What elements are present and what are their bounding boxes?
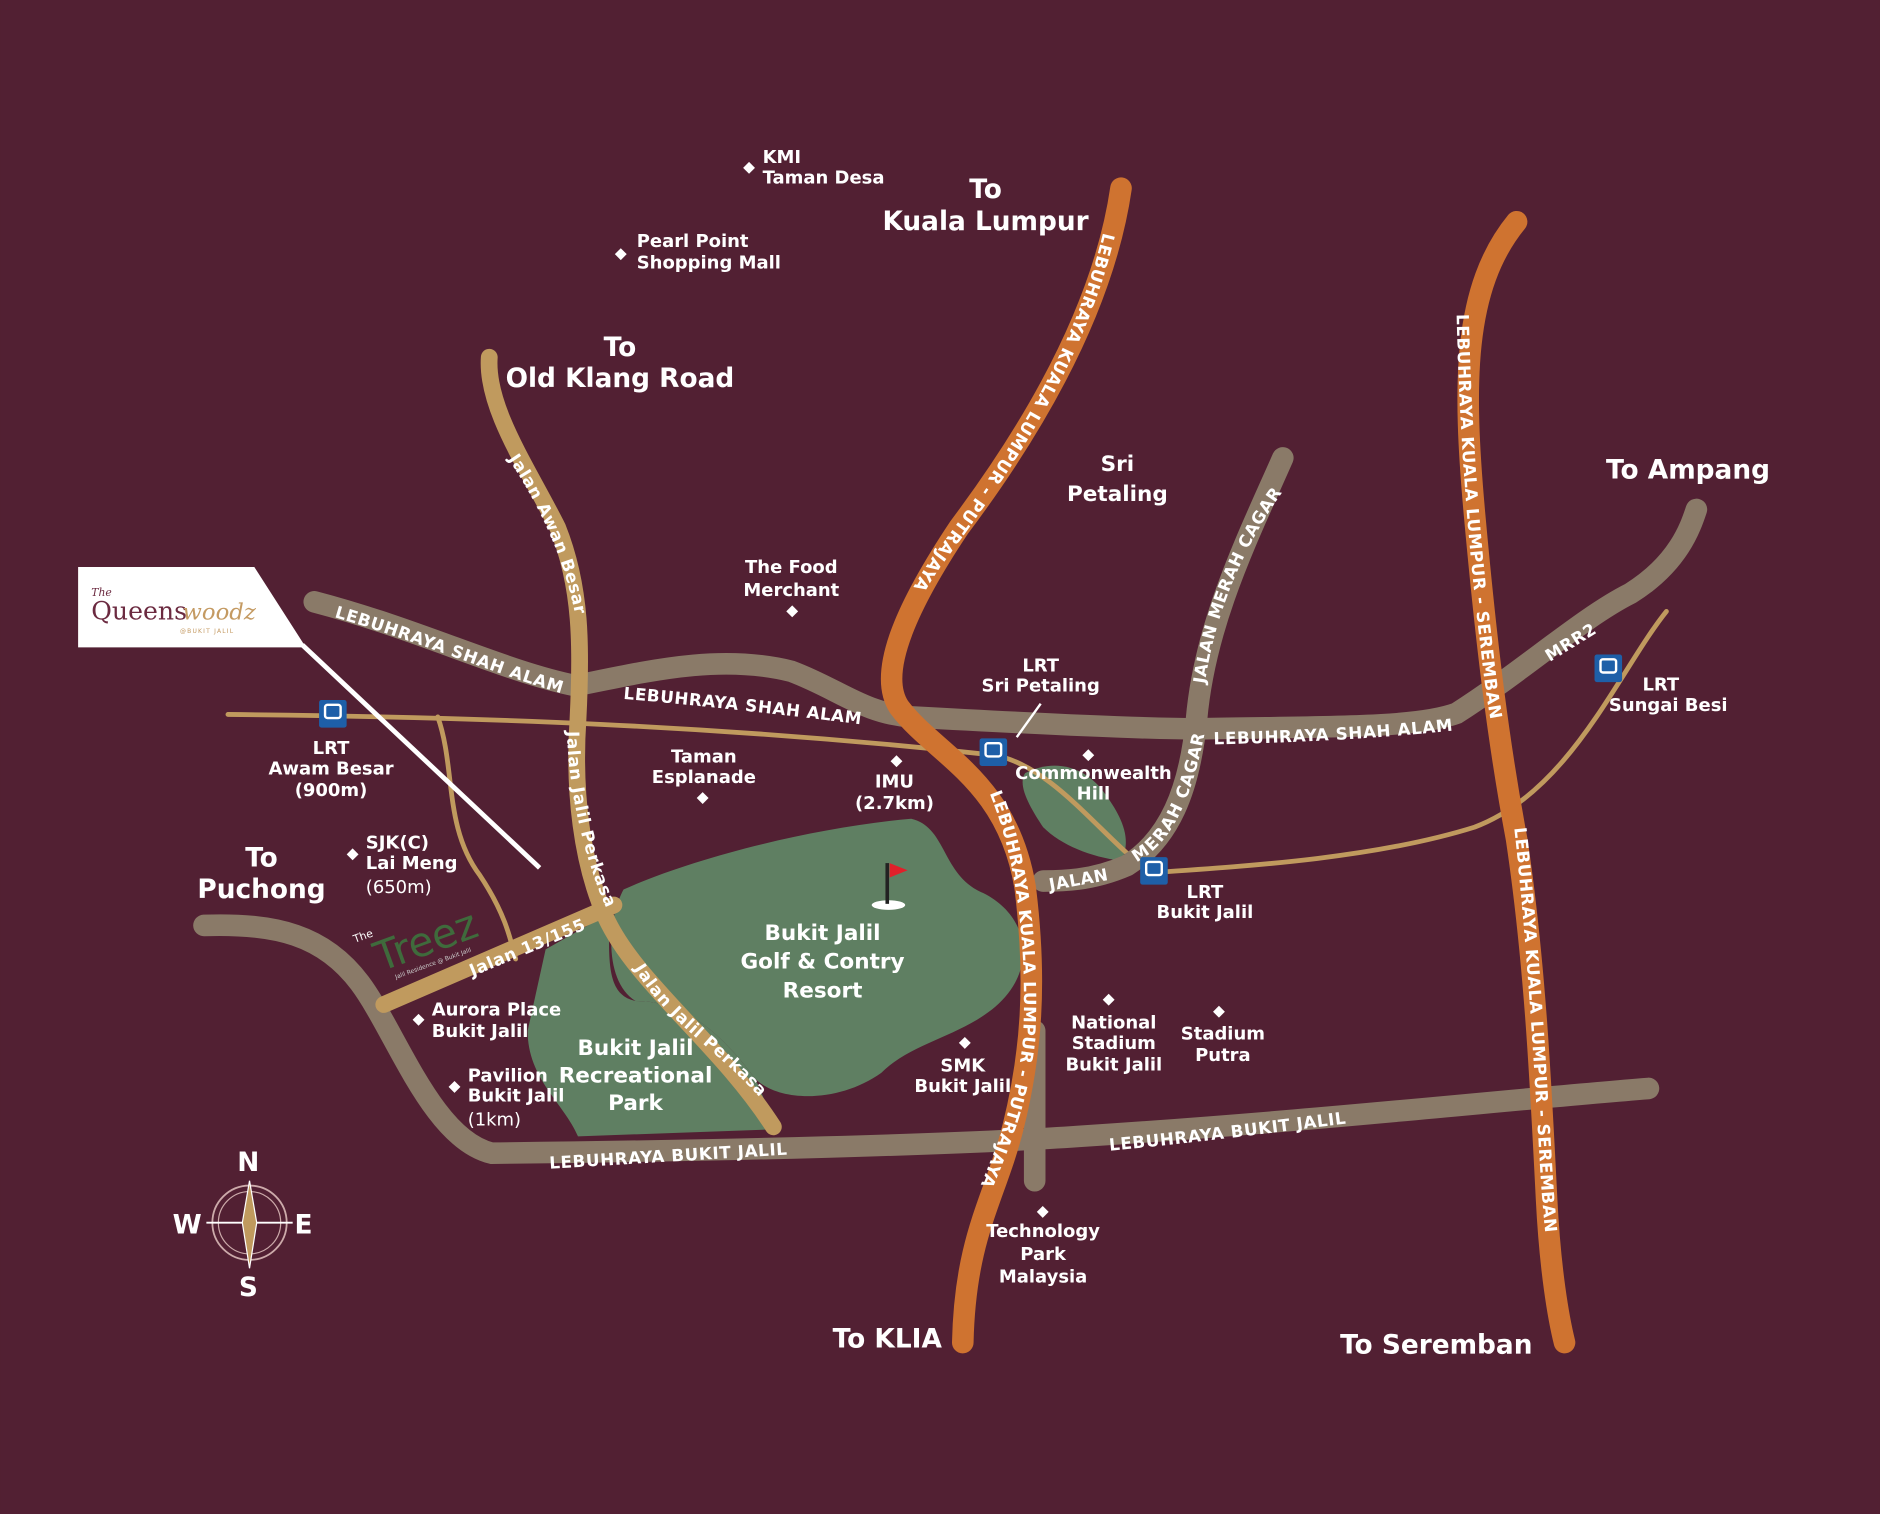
jalan-awan-besar [480, 348, 782, 1136]
svg-text:SMK: SMK [940, 1056, 986, 1077]
svg-text:The: The [91, 586, 112, 599]
svg-text:Merchant: Merchant [743, 580, 839, 601]
svg-text:Malaysia: Malaysia [999, 1267, 1087, 1288]
pointer-arrow [1015, 702, 1042, 738]
svg-text:@BUKIT JALIL: @BUKIT JALIL [180, 628, 234, 635]
to-kl-label-a: To [969, 175, 1002, 205]
svg-text:LRT: LRT [1642, 674, 1679, 695]
svg-text:Sri Petaling: Sri Petaling [982, 676, 1100, 697]
svg-text:Sungai Besi: Sungai Besi [1609, 695, 1728, 716]
jalan-13-155c [375, 896, 623, 1013]
recreational-park-area [527, 913, 777, 1137]
park-label-a: Bukit Jalil [577, 1036, 693, 1061]
golf-flag-icon [871, 863, 908, 910]
svg-text:Stadium: Stadium [1072, 1033, 1156, 1054]
svg-text:Hill: Hill [1077, 784, 1111, 805]
svg-text:Putra: Putra [1195, 1045, 1251, 1066]
park-label-b: Recreational [559, 1063, 713, 1088]
svg-text:Pearl Point: Pearl Point [637, 231, 749, 252]
to-okr-label-b: Old Klang Road [506, 364, 735, 394]
jalan-merah-cagar [1032, 447, 1294, 892]
queenswoodz-logo: The Queens woodz @BUKIT JALIL [78, 567, 542, 870]
compass-rose: N S E W [173, 1148, 313, 1303]
svg-text:(900m): (900m) [295, 780, 368, 801]
to-klia-label: To KLIA [833, 1324, 943, 1354]
to-puchong-label-a: To [245, 844, 278, 874]
pointer-line [300, 643, 542, 870]
lebuhraya-kl-seremban [1457, 210, 1576, 1354]
sri-petaling-label-a: Sri [1101, 452, 1135, 477]
lebuhraya-kl-putrajaya [880, 177, 1132, 1354]
svg-text:SJK(C): SJK(C) [366, 833, 429, 854]
lebuhraya-bukit-jalil [193, 914, 1660, 1164]
svg-text:Pavilion: Pavilion [468, 1065, 548, 1086]
svg-text:Shopping Mall: Shopping Mall [637, 253, 781, 274]
compass-e: E [294, 1210, 312, 1240]
svg-text:Stadium: Stadium [1181, 1023, 1265, 1044]
svg-text:Bukit Jalil: Bukit Jalil [432, 1021, 529, 1042]
svg-text:LRT: LRT [1022, 655, 1059, 676]
compass-n: N [237, 1148, 259, 1178]
svg-text:The Food: The Food [745, 557, 838, 578]
svg-text:woodz: woodz [182, 600, 256, 626]
golf-course-area [611, 818, 1024, 1097]
compass-s: S [239, 1273, 258, 1303]
svg-text:Taman Desa: Taman Desa [763, 167, 885, 188]
svg-text:Awam Besar: Awam Besar [268, 758, 393, 779]
compass-w: W [173, 1210, 202, 1240]
commonwealth-hill-area [1022, 765, 1126, 861]
to-okr-label-a: To [604, 333, 637, 363]
svg-text:LRT: LRT [313, 738, 350, 759]
svg-text:LRT: LRT [1187, 882, 1224, 903]
golf-label-b: Golf & Contry [740, 950, 904, 975]
svg-text:Bukit Jalil: Bukit Jalil [468, 1086, 565, 1107]
svg-text:Esplanade: Esplanade [652, 767, 756, 788]
golf-label-c: Resort [783, 978, 863, 1003]
svg-text:(650m): (650m) [366, 877, 432, 898]
svg-text:(2.7km): (2.7km) [855, 793, 934, 814]
svg-text:IMU: IMU [875, 772, 914, 793]
svg-text:Taman: Taman [671, 746, 737, 767]
place-sjkc-lai-meng: SJK(C)Lai Meng (650m) [346, 833, 458, 898]
golf-label-a: Bukit Jalil [764, 921, 880, 946]
svg-text:Commonwealth: Commonwealth [1015, 763, 1172, 784]
svg-text:Park: Park [1020, 1244, 1067, 1265]
svg-text:Technology: Technology [986, 1221, 1100, 1242]
to-puchong-label-b: Puchong [197, 875, 325, 905]
svg-text:National: National [1071, 1013, 1156, 1034]
svg-text:Lai Meng: Lai Meng [366, 853, 458, 874]
svg-text:Queens: Queens [91, 597, 187, 626]
svg-text:Aurora Place: Aurora Place [432, 999, 561, 1020]
svg-text:Bukit Jalil: Bukit Jalil [1157, 902, 1254, 923]
svg-text:KMI: KMI [763, 147, 802, 168]
park-label-c: Park [608, 1091, 663, 1116]
svg-text:(1km): (1km) [468, 1110, 521, 1131]
svg-text:Bukit Jalil: Bukit Jalil [914, 1076, 1011, 1097]
sri-petaling-label-b: Petaling [1067, 482, 1168, 507]
to-kl-label-b: Kuala Lumpur [882, 207, 1088, 237]
svg-text:Bukit Jalil: Bukit Jalil [1065, 1054, 1162, 1075]
to-seremban-label: To Seremban [1340, 1330, 1532, 1360]
to-ampang-label: To Ampang [1606, 455, 1770, 485]
